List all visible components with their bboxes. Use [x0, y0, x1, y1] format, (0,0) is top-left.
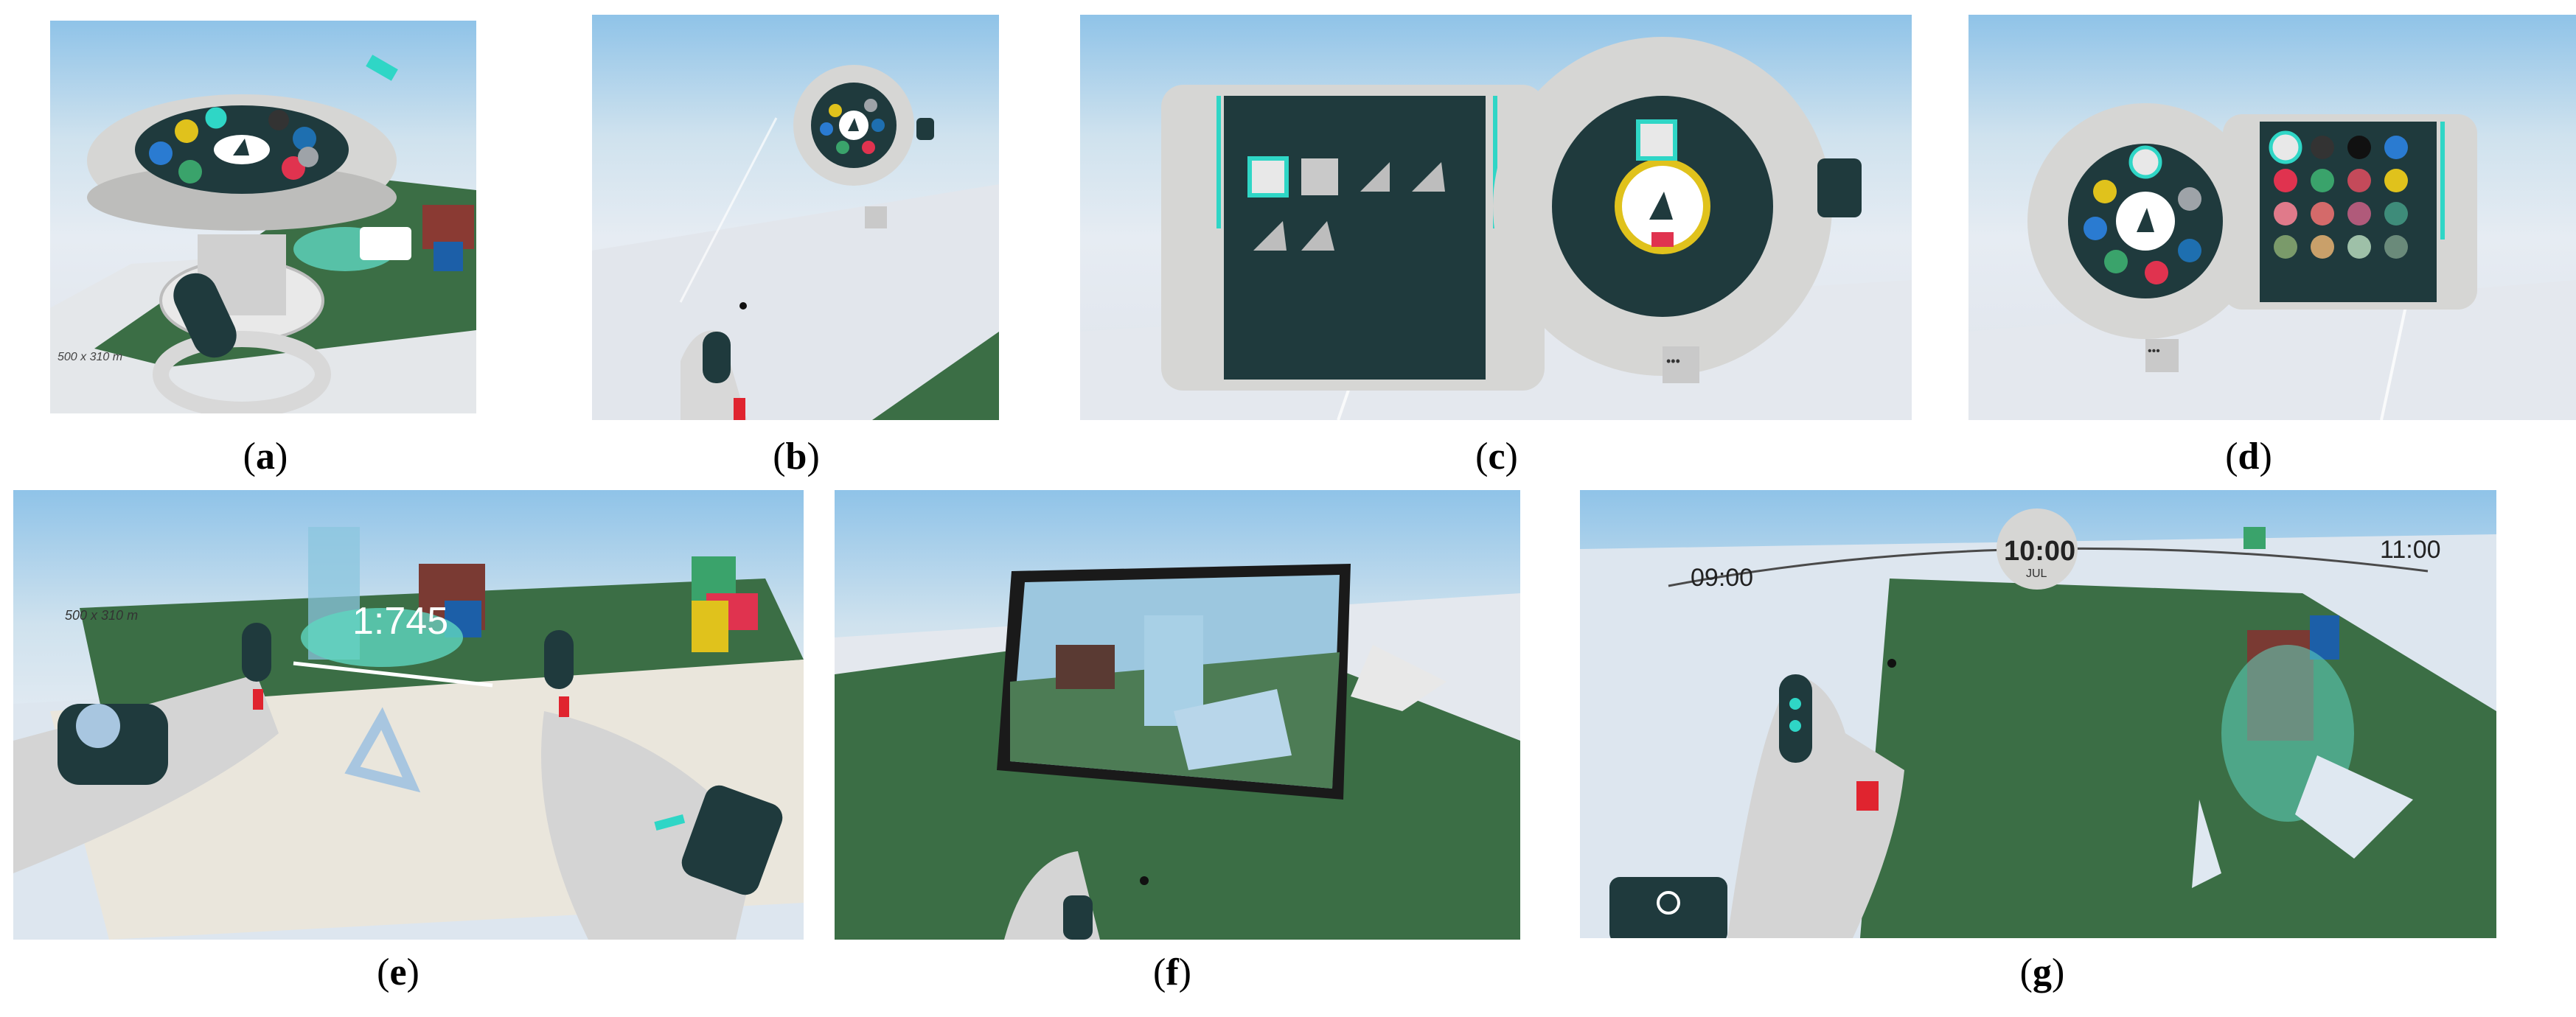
caption-b: (b): [773, 436, 820, 478]
caption-c: (c): [1475, 436, 1518, 478]
controller-hand-icon: [1727, 674, 1904, 938]
triangle-tool-icon[interactable]: [2137, 208, 2154, 232]
timeline-start-label: 09:00: [1691, 564, 1754, 592]
scale-label: 500 x 310 m: [58, 351, 123, 363]
timeline-current-label: 10:00: [2004, 536, 2076, 567]
caption-d: (d): [2225, 436, 2272, 478]
scale-label: 500 x 310 m: [65, 608, 139, 623]
panel-g: 09:00 10:00 JUL 11:00: [1580, 490, 2496, 938]
more-button-label: •••: [2148, 345, 2160, 357]
timeline-current-marker[interactable]: [1997, 508, 2078, 590]
scale-ratio-label: 1:745: [352, 600, 449, 643]
panel-a-scene: [50, 55, 476, 413]
sun-icon: [1657, 891, 1680, 915]
panel-c: •••: [1080, 15, 1912, 420]
controller-button[interactable]: [360, 227, 411, 260]
caption-f: (f): [1153, 951, 1191, 993]
panel-d: •••: [1968, 15, 2576, 420]
more-button[interactable]: [2145, 339, 2179, 372]
caption-g: (g): [2019, 951, 2065, 993]
panel-c-scene: [1080, 37, 1912, 420]
panel-e-scene: [13, 527, 804, 940]
shape-library-icon[interactable]: [1247, 156, 1289, 198]
panel-b-scene: [592, 65, 999, 420]
panel-e: 1:745 500 x 310 m: [13, 490, 804, 940]
panel-g-scene: [1580, 508, 2496, 938]
timeline-end-label: 11:00: [2380, 536, 2441, 564]
more-button[interactable]: [1663, 346, 1699, 383]
terrain-model: [1860, 579, 2496, 938]
more-button-label: •••: [1666, 354, 1680, 368]
caption-e: (e): [377, 951, 420, 993]
triangle-tool-icon[interactable]: [848, 118, 859, 131]
triangle-tool-icon[interactable]: [1649, 192, 1673, 220]
caption-a: (a): [243, 436, 288, 478]
triangle-tool-icon[interactable]: [233, 139, 249, 155]
panel-b: [592, 15, 999, 420]
timeline-month-label: JUL: [2026, 567, 2047, 580]
color-palette-icon[interactable]: [2269, 130, 2408, 259]
panel-f-scene: [835, 564, 1520, 940]
panel-d-scene: [1968, 103, 2576, 420]
panel-a: 500 x 310 m: [50, 21, 476, 413]
panel-f: [835, 490, 1520, 940]
more-button[interactable]: [865, 206, 887, 228]
